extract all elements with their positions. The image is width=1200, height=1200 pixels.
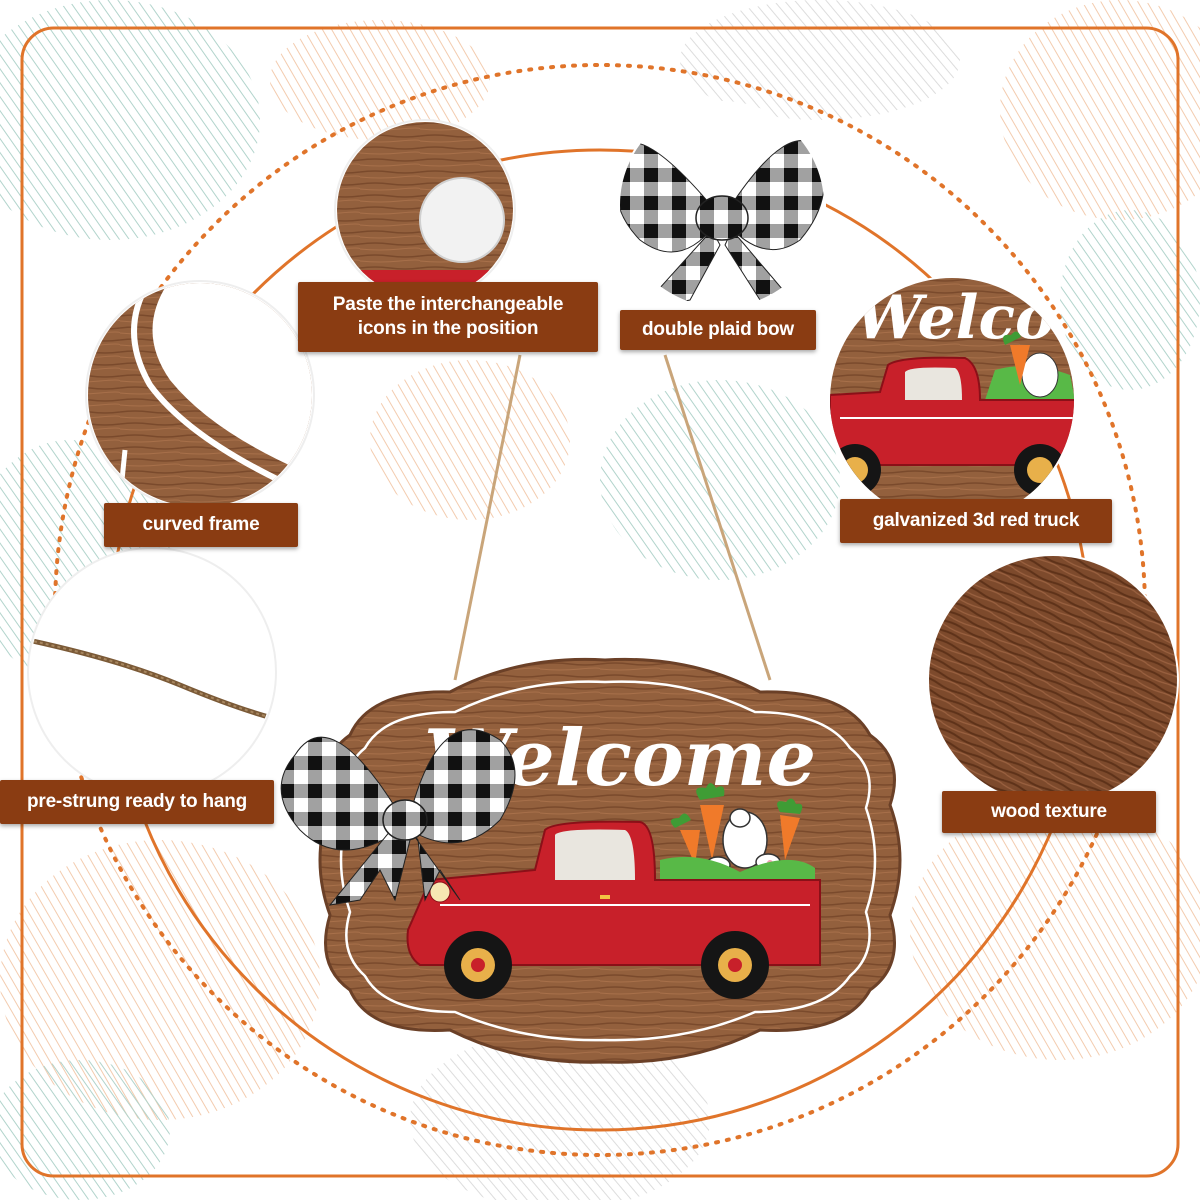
detail-welcome-text: Welco [855,283,1055,353]
velcro-dot-icon [419,177,505,263]
welcome-sign: Welcome [280,657,902,1064]
velcro-detail-circle [334,119,516,301]
sign-inner-line [339,680,877,1042]
twine-detail-circle [27,547,277,797]
truck-detail-circle: Welco [828,276,1076,524]
red-truck-icon [406,820,821,999]
carrot-icon [670,783,803,865]
label-pre-strung: pre-strung ready to hang [0,780,274,824]
label-double-plaid-bow: double plaid bow [620,310,816,350]
plaid-bow-icon [280,729,516,906]
twine-right [663,354,772,681]
outer-frame [20,26,1180,1178]
twine-left [453,354,522,681]
label-curved-frame: curved frame [104,503,298,547]
wood-texture-detail-circle [927,554,1179,806]
bow-detail-circle [618,101,826,309]
curved-frame-detail-circle [85,280,315,510]
label-paste-icons: Paste the interchangeable icons in the p… [298,282,598,352]
label-red-truck: galvanized 3d red truck [840,499,1112,543]
label-wood-texture: wood texture [942,791,1156,833]
